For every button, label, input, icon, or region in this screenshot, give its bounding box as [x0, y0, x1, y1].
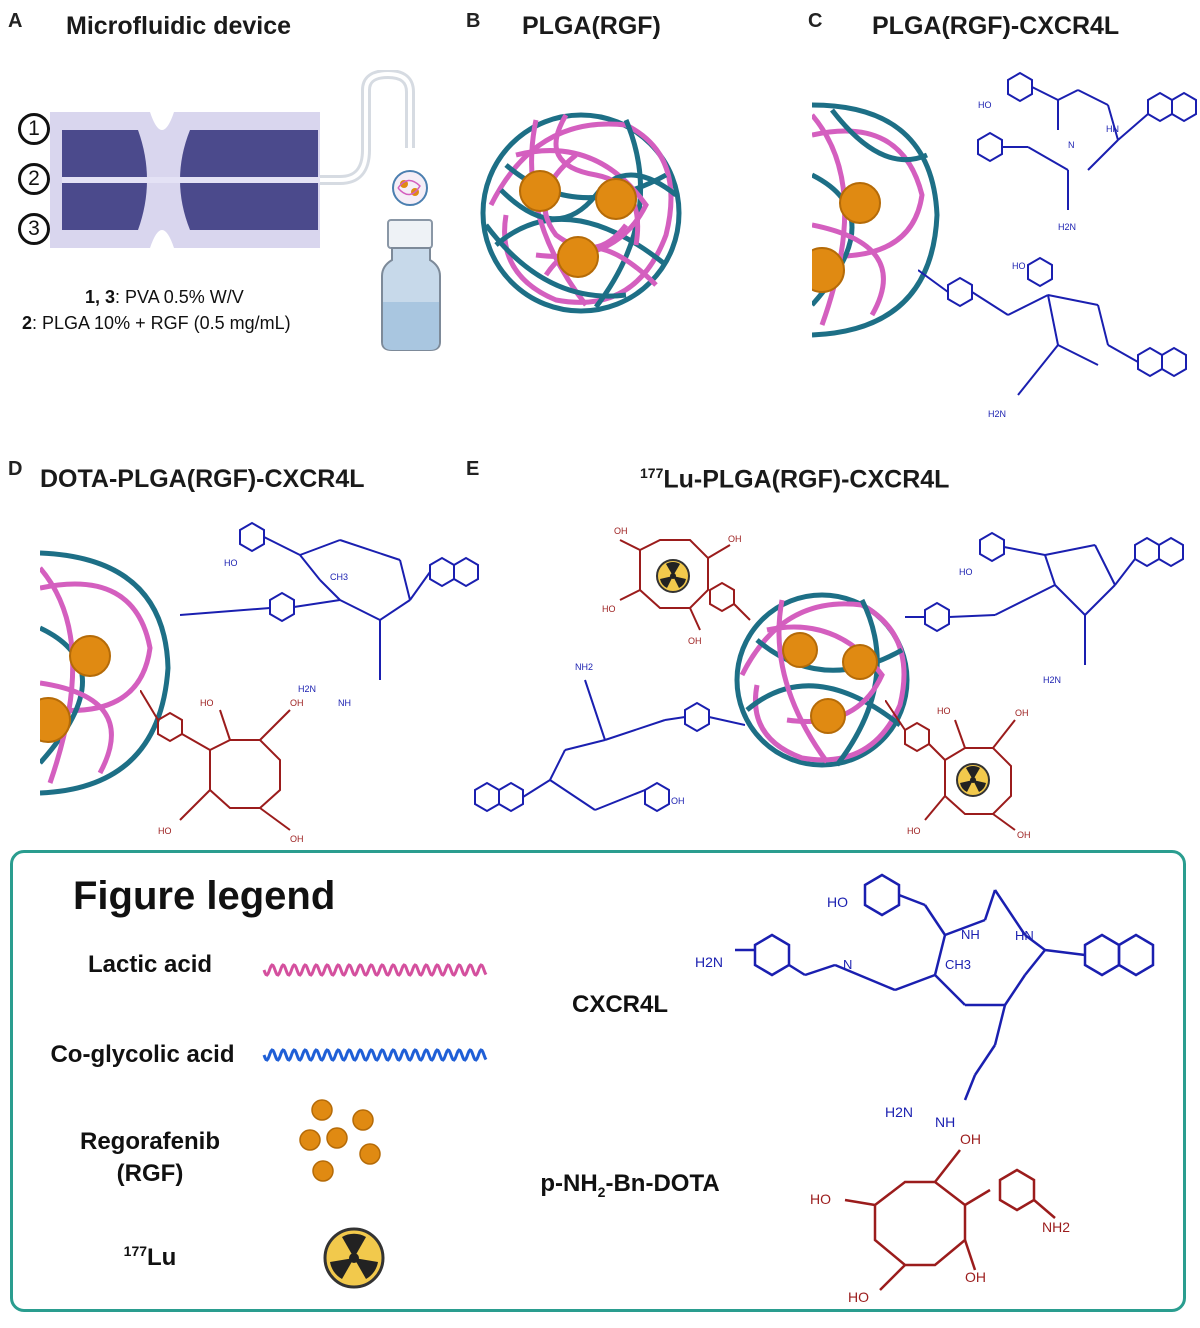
svg-text:OH: OH	[290, 698, 304, 708]
legend-glycolic-label: Co-glycolic acid	[50, 1041, 235, 1068]
cxcr4l-legend-structure: HO NH HN CH3 H2N N H2N NH	[695, 873, 1155, 1130]
svg-text:H2N: H2N	[695, 954, 723, 970]
radioactive-icon	[956, 763, 990, 797]
panel-d-letter: D	[8, 458, 23, 480]
svg-text:NH2: NH2	[1042, 1219, 1070, 1235]
svg-text:OH: OH	[965, 1269, 986, 1285]
panel-e-title: 177Lu-PLGA(RGF)-CXCR4L	[640, 465, 950, 494]
chem-label: HN	[1106, 124, 1119, 134]
plga-rgf-nanoparticle	[480, 112, 682, 314]
dota-structure-d: HO OH HO OH	[140, 690, 304, 844]
svg-text:CH3: CH3	[330, 572, 348, 582]
legend-title: Figure legend	[73, 874, 336, 918]
cxcr4l-structure-c1: HO N HN H2N	[977, 71, 1197, 232]
svg-text:HO: HO	[158, 826, 172, 836]
svg-text:OH: OH	[1015, 708, 1029, 718]
svg-text:H2N: H2N	[1043, 675, 1061, 685]
panel-e-nanoparticle	[734, 592, 910, 768]
dota-structure-e1: OH OH HO OH	[602, 526, 751, 646]
dota-legend-structure: OH HO HO OH NH2	[810, 1131, 1070, 1305]
svg-text:HO: HO	[224, 558, 238, 568]
panel-c-title: PLGA(RGF)-CXCR4L	[872, 12, 1120, 40]
vial-cap	[387, 219, 433, 249]
svg-text:HO: HO	[200, 698, 214, 708]
legend-lactic-label: Lactic acid	[87, 951, 213, 978]
svg-text:HN: HN	[1015, 928, 1034, 943]
radioactive-icon	[656, 559, 690, 593]
panel-c-nanoparticle-half	[812, 102, 940, 338]
panel-a-title: Microfluidic device	[66, 12, 292, 40]
panel-b-letter: B	[466, 10, 481, 32]
cxcr4l-structure-d: HO CH3 H2N NH	[180, 521, 479, 708]
svg-text:HO: HO	[827, 894, 848, 910]
panel-d-title: DOTA-PLGA(RGF)-CXCR4L	[40, 465, 365, 493]
svg-text:HO: HO	[959, 567, 973, 577]
svg-text:NH: NH	[935, 1114, 955, 1130]
svg-text:NH2: NH2	[575, 662, 593, 672]
svg-text:HO: HO	[602, 604, 616, 614]
panel-b-title: PLGA(RGF)	[522, 12, 661, 40]
legend-rgf-label: Regorafenib (RGF)	[79, 1128, 220, 1187]
svg-text:H2N: H2N	[298, 684, 316, 694]
svg-text:N: N	[843, 957, 852, 972]
svg-text:NH: NH	[338, 698, 351, 708]
panel-d-nanoparticle-half	[40, 550, 171, 796]
microfluidic-device-diagram	[50, 70, 441, 351]
svg-text:H2N: H2N	[988, 409, 1006, 419]
nanoparticle-droplet	[392, 170, 428, 206]
channel-middle-stream	[62, 177, 320, 183]
svg-text:HO: HO	[937, 706, 951, 716]
chem-label: H2N	[1058, 222, 1076, 232]
svg-text:OH: OH	[1017, 830, 1031, 840]
svg-text:OH: OH	[688, 636, 702, 646]
cxcr4l-structure-e2: NH2 OH	[474, 662, 745, 813]
glycolic-acid-wave	[262, 1048, 488, 1062]
panel-a-note-line1: 1, 3: PVA 0.5% W/V	[85, 287, 244, 307]
cxcr4l-structure-e1: HO H2N	[905, 531, 1184, 685]
svg-text:OH: OH	[671, 796, 685, 806]
svg-text:HO: HO	[907, 826, 921, 836]
rgf-sphere	[595, 178, 637, 220]
svg-text:HO: HO	[1012, 261, 1026, 271]
cxcr4l-structure-c2: HO H2N	[918, 256, 1187, 419]
panel-c-letter: C	[808, 10, 823, 32]
rgf-spheres-icon	[299, 1099, 381, 1182]
lactic-acid-wave	[262, 963, 488, 977]
svg-text:H2N: H2N	[885, 1104, 913, 1120]
rgf-sphere	[519, 170, 561, 212]
chem-label: N	[1068, 140, 1075, 150]
panel-a-letter: A	[8, 10, 23, 32]
figure-legend-box	[10, 850, 1186, 1312]
legend-lu-label: 177Lu	[123, 1243, 177, 1271]
svg-text:NH: NH	[961, 927, 980, 942]
legend-cxcr4l-label: CXCR4L	[571, 991, 668, 1018]
inlet-3: 3	[18, 213, 50, 245]
svg-text:CH3: CH3	[945, 957, 971, 972]
panel-a-note-line2: 2: PLGA 10% + RGF (0.5 mg/mL)	[22, 313, 291, 333]
chem-label: HO	[978, 100, 992, 110]
inlet-1: 1	[18, 113, 50, 145]
svg-text:OH: OH	[614, 526, 628, 536]
svg-text:OH: OH	[728, 534, 742, 544]
svg-text:OH: OH	[960, 1131, 981, 1147]
inlet-2: 2	[18, 163, 50, 195]
svg-text:HO: HO	[810, 1191, 831, 1207]
svg-text:OH: OH	[290, 834, 304, 844]
radioactive-icon	[323, 1227, 385, 1289]
panel-e-letter: E	[466, 458, 480, 480]
legend-dota-label: p-NH2-Bn-DOTA	[540, 1170, 720, 1200]
dota-structure-e2: HO OH HO OH	[885, 700, 1031, 840]
svg-text:HO: HO	[848, 1289, 869, 1305]
rgf-sphere	[557, 236, 599, 278]
